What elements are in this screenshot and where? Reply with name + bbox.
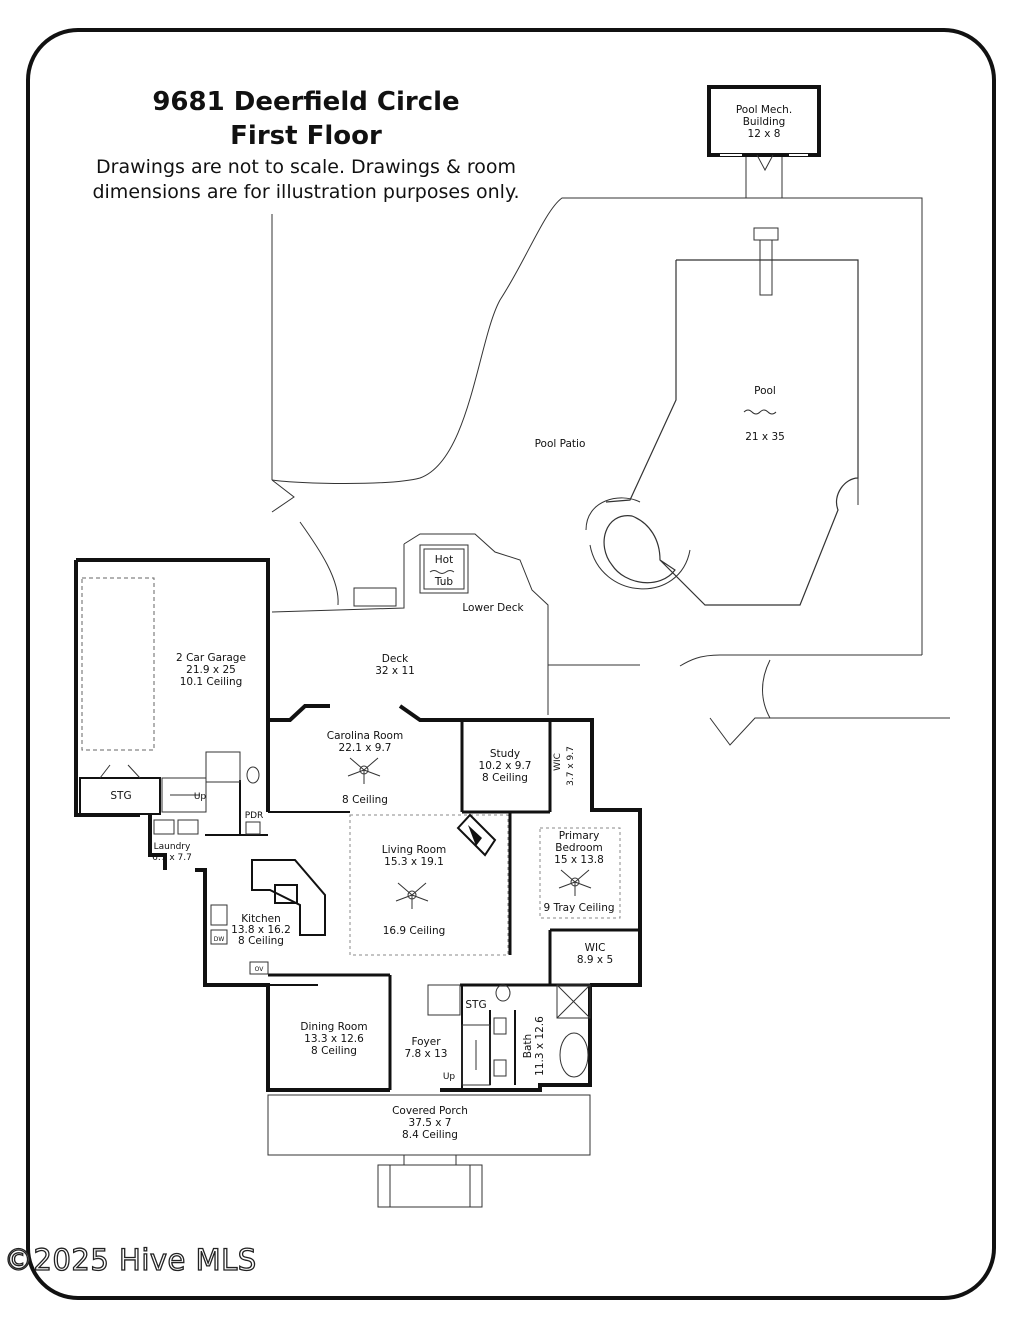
wic-primary-name: WIC bbox=[585, 942, 606, 954]
foyer-stg-label: STG bbox=[465, 999, 486, 1011]
carolina-dims: 22.1 x 9.7 bbox=[339, 742, 392, 754]
porch-name: Covered Porch bbox=[392, 1105, 468, 1117]
toilet-icon bbox=[495, 984, 511, 1002]
carolina-name: Carolina Room bbox=[327, 730, 403, 742]
deck-dims: 32 x 11 bbox=[375, 665, 415, 677]
primary-tray bbox=[539, 827, 621, 919]
porch-steps bbox=[377, 1164, 483, 1208]
pool-mech-dims: 12 x 8 bbox=[748, 128, 781, 140]
pool-mech-name2: Building bbox=[743, 116, 786, 128]
garage-stg bbox=[79, 777, 161, 815]
study-dims: 10.2 x 9.7 bbox=[479, 760, 532, 772]
wic-study-dims: 3.7 x 9.7 bbox=[566, 746, 576, 786]
porch-dims: 37.5 x 7 bbox=[409, 1117, 452, 1129]
bath-name: Bath bbox=[522, 1034, 534, 1058]
living-name: Living Room bbox=[382, 844, 446, 856]
sink-icon bbox=[210, 904, 228, 926]
lower-deck-outline bbox=[403, 533, 549, 715]
garage-dims: 21.9 x 25 bbox=[186, 664, 236, 676]
oven-icon bbox=[249, 961, 269, 975]
hot-tub-name2: Tub bbox=[434, 576, 453, 588]
watermark: ©2025 Hive MLS bbox=[3, 1242, 257, 1277]
vanity-sink-icon bbox=[493, 1017, 507, 1035]
floor-title: First Floor bbox=[230, 121, 382, 151]
dishwasher-label: DW bbox=[214, 936, 225, 943]
carolina-ceiling: 8 Ceiling bbox=[342, 794, 388, 806]
garage-stg-label: STG bbox=[110, 790, 131, 802]
toilet-icon bbox=[246, 766, 260, 784]
kitchen-dims: 13.8 x 16.2 bbox=[231, 924, 291, 936]
address-title: 9681 Deerfield Circle bbox=[152, 87, 460, 117]
laundry-dims: 6.7 x 7.7 bbox=[152, 853, 192, 863]
garage-ceiling: 10.1 Ceiling bbox=[180, 676, 243, 688]
porch-ceiling: 8.4 Ceiling bbox=[402, 1129, 458, 1141]
foyer-stairs-up: Up bbox=[443, 1072, 456, 1082]
dining-ceiling: 8 Ceiling bbox=[311, 1045, 357, 1057]
foyer-stairs bbox=[461, 1024, 491, 1086]
ceiling-fan-icon bbox=[347, 757, 381, 784]
primary-ceiling: 9 Tray Ceiling bbox=[543, 902, 614, 914]
page-border bbox=[26, 28, 996, 1300]
kitchen-island bbox=[251, 859, 326, 936]
dryer-icon bbox=[177, 819, 199, 835]
dining-dims: 13.3 x 12.6 bbox=[304, 1033, 364, 1045]
pool-outline bbox=[603, 259, 859, 606]
pdr-sink-icon bbox=[245, 821, 261, 835]
foyer-name: Foyer bbox=[411, 1036, 441, 1048]
deck-name: Deck bbox=[382, 653, 409, 665]
study-ceiling: 8 Ceiling bbox=[482, 772, 528, 784]
living-tray bbox=[349, 814, 509, 956]
pool-name: Pool bbox=[754, 385, 776, 397]
kitchen-ceiling: 8 Ceiling bbox=[238, 935, 284, 947]
bath-dims: 11.3 x 12.6 bbox=[534, 1016, 546, 1076]
pool-mech-building bbox=[707, 85, 821, 157]
foyer-stg bbox=[427, 984, 461, 1016]
garage-name: 2 Car Garage bbox=[176, 652, 246, 664]
hot-tub-name: Hot bbox=[435, 554, 453, 566]
disclaimer-line-1: Drawings are not to scale. Drawings & ro… bbox=[96, 156, 516, 178]
primary-name: Primary bbox=[559, 830, 600, 842]
wic-primary-dims: 8.9 x 5 bbox=[577, 954, 613, 966]
primary-name2: Bedroom bbox=[555, 842, 603, 854]
ceiling-fan-icon bbox=[558, 869, 592, 896]
dishwasher-icon bbox=[210, 929, 228, 945]
garage-stairs-up: Up bbox=[194, 792, 207, 802]
primary-dims: 15 x 13.8 bbox=[554, 854, 604, 866]
oven-label: OV bbox=[255, 966, 265, 973]
living-dims: 15.3 x 19.1 bbox=[384, 856, 444, 868]
pool-water-icon bbox=[743, 409, 777, 415]
house-walls bbox=[74, 558, 642, 1092]
pool-step-icon bbox=[753, 227, 779, 241]
ceiling-fan-icon bbox=[395, 882, 429, 909]
pool-patio-outline bbox=[271, 197, 950, 746]
dining-name: Dining Room bbox=[300, 1021, 367, 1033]
lower-deck-name: Lower Deck bbox=[462, 602, 524, 614]
bathtub-icon bbox=[559, 1032, 589, 1078]
pool-mech-name: Pool Mech. bbox=[736, 104, 792, 116]
kitchen-name: Kitchen bbox=[241, 913, 280, 925]
deck-steps bbox=[353, 587, 397, 607]
hot-tub bbox=[419, 544, 469, 594]
pdr-label: PDR bbox=[245, 811, 264, 821]
pool-patio-name: Pool Patio bbox=[535, 438, 586, 450]
cooktop-icon bbox=[274, 884, 298, 904]
washer-icon bbox=[153, 819, 175, 835]
garage-parking bbox=[81, 577, 155, 751]
foyer-dims: 7.8 x 13 bbox=[405, 1048, 448, 1060]
laundry-name: Laundry bbox=[154, 842, 191, 852]
disclaimer-line-2: dimensions are for illustration purposes… bbox=[92, 181, 520, 203]
shower-icon bbox=[556, 984, 591, 1019]
living-ceiling: 16.9 Ceiling bbox=[383, 925, 446, 937]
study-name: Study bbox=[490, 748, 520, 760]
vanity-sink-icon bbox=[493, 1059, 507, 1077]
wic-study-label: WIC bbox=[553, 753, 563, 771]
pool-dims: 21 x 35 bbox=[745, 431, 785, 443]
